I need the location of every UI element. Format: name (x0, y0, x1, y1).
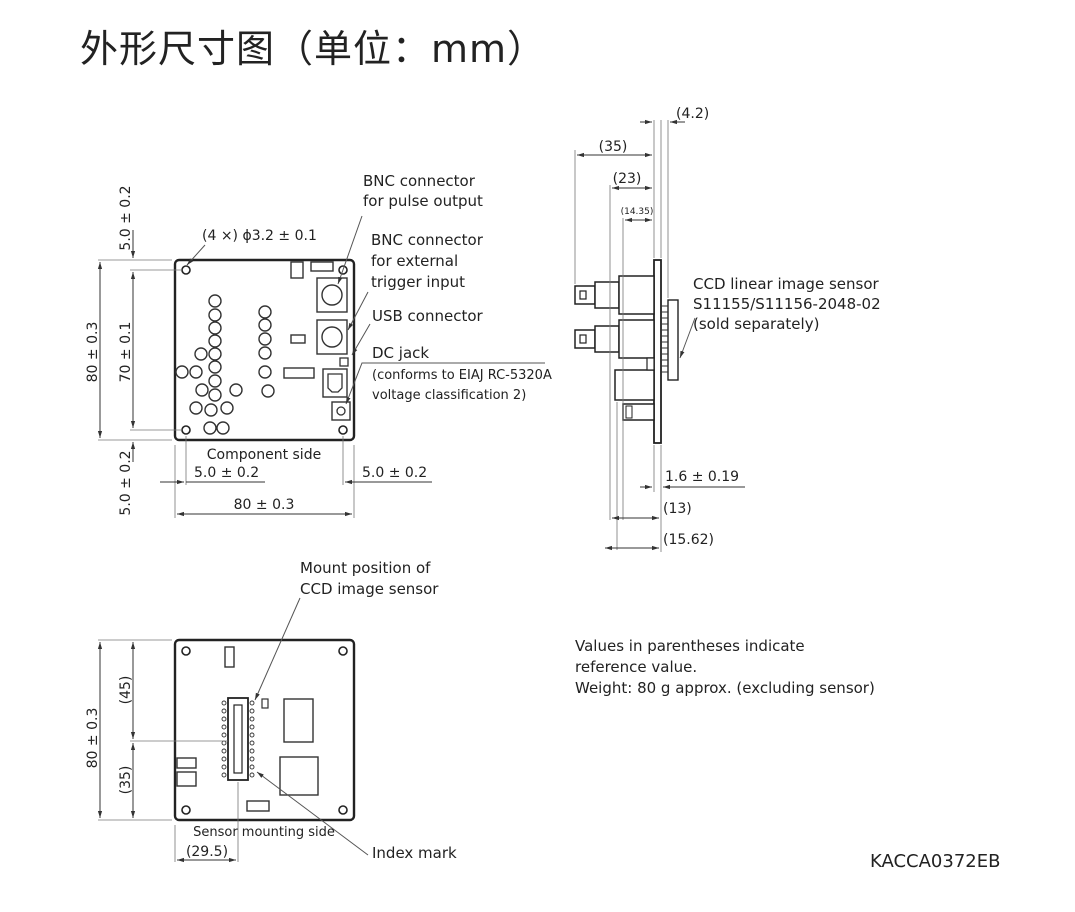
side-view: (4.2) (35) (23) (14.35) 1.6 ± 0.19 (13) … (574, 106, 885, 552)
back-dim-29-5: (29.5) (186, 844, 228, 860)
dim-35: (35) (599, 139, 628, 155)
ic-chip (310, 261, 334, 272)
sensor-pins (661, 305, 668, 373)
dim-height-total: 80 ± 0.3 (85, 322, 101, 383)
side-board (653, 259, 662, 444)
note-line: Weight: 80 g approx. (excluding sensor) (575, 679, 875, 697)
side-sensor (667, 299, 679, 381)
ic-chip (283, 367, 315, 379)
socket-pins (221, 700, 255, 778)
mount-hole (181, 805, 191, 815)
document-code: KACCA0372EB (870, 851, 1001, 872)
front-view: 5.0 ± 0.2 80 ± 0.3 70 ± 0.1 5.0 ± 0.2 (4… (85, 172, 556, 518)
note-line: reference value. (575, 658, 698, 676)
mount-position-callout: Mount position of CCD image sensor (300, 559, 439, 598)
callout-bnc-pulse: BNC connector for pulse output (363, 172, 483, 210)
bnc-pulse-connector (316, 277, 348, 313)
dim-23: (23) (613, 171, 642, 187)
back-dim-height: 80 ± 0.3 (85, 708, 101, 769)
index-mark-label: Index mark (372, 844, 457, 862)
page-title: 外形尺寸图（单位：mm） (80, 27, 547, 71)
callout-dc-jack-note: (conforms to EIAJ RC-5320A voltage class… (372, 368, 556, 403)
sensor-callout: CCD linear image sensor S11155/S11156-20… (693, 275, 885, 333)
mount-hole (338, 425, 348, 435)
mount-hole (338, 805, 348, 815)
mount-hole (338, 646, 348, 656)
dim-top-margin: 5.0 ± 0.2 (118, 185, 134, 250)
back-board (173, 638, 356, 822)
side-bnc-pulse (618, 275, 655, 315)
back-dim-45: (45) (118, 676, 134, 705)
dim-hole-spec: (4 ×) ϕ3.2 ± 0.1 (202, 228, 317, 244)
back-view: Mount position of CCD image sensor 80 ± … (85, 559, 457, 863)
dim-15-62: (15.62) (663, 532, 714, 548)
back-dim-35: (35) (118, 766, 134, 795)
mount-hole (338, 265, 348, 275)
dc-jack (331, 401, 351, 421)
sensor-mounting-side-caption: Sensor mounting side (193, 825, 335, 840)
dim-13: (13) (663, 501, 692, 517)
mount-hole (181, 646, 191, 656)
notes-block: Values in parentheses indicate reference… (575, 636, 875, 699)
dim-bottom-margin: 5.0 ± 0.2 (118, 450, 134, 515)
usb-connector (322, 368, 348, 398)
callout-usb: USB connector (372, 307, 484, 325)
front-components (175, 294, 275, 435)
component-side-caption: Component side (207, 447, 321, 463)
dim-4-2: (4.2) (676, 106, 709, 122)
dim-width-total: 80 ± 0.3 (234, 497, 295, 513)
dim-left-margin: 5.0 ± 0.2 (194, 465, 259, 481)
bnc-trigger-connector (316, 319, 348, 355)
side-usb (614, 369, 655, 401)
dim-right-margin: 5.0 ± 0.2 (362, 465, 427, 481)
dim-14-35: (14.35) (621, 207, 654, 217)
side-bnc-trigger (618, 319, 655, 359)
callout-dc-jack: DC jack (372, 344, 429, 362)
ic-chip (290, 334, 306, 344)
note-line: Values in parentheses indicate (575, 637, 805, 655)
ic-chip (290, 261, 304, 279)
callout-bnc-trigger: BNC connector for external trigger input (371, 231, 488, 291)
dim-1-6: 1.6 ± 0.19 (665, 469, 739, 485)
dim-hole-pitch: 70 ± 0.1 (118, 322, 134, 383)
